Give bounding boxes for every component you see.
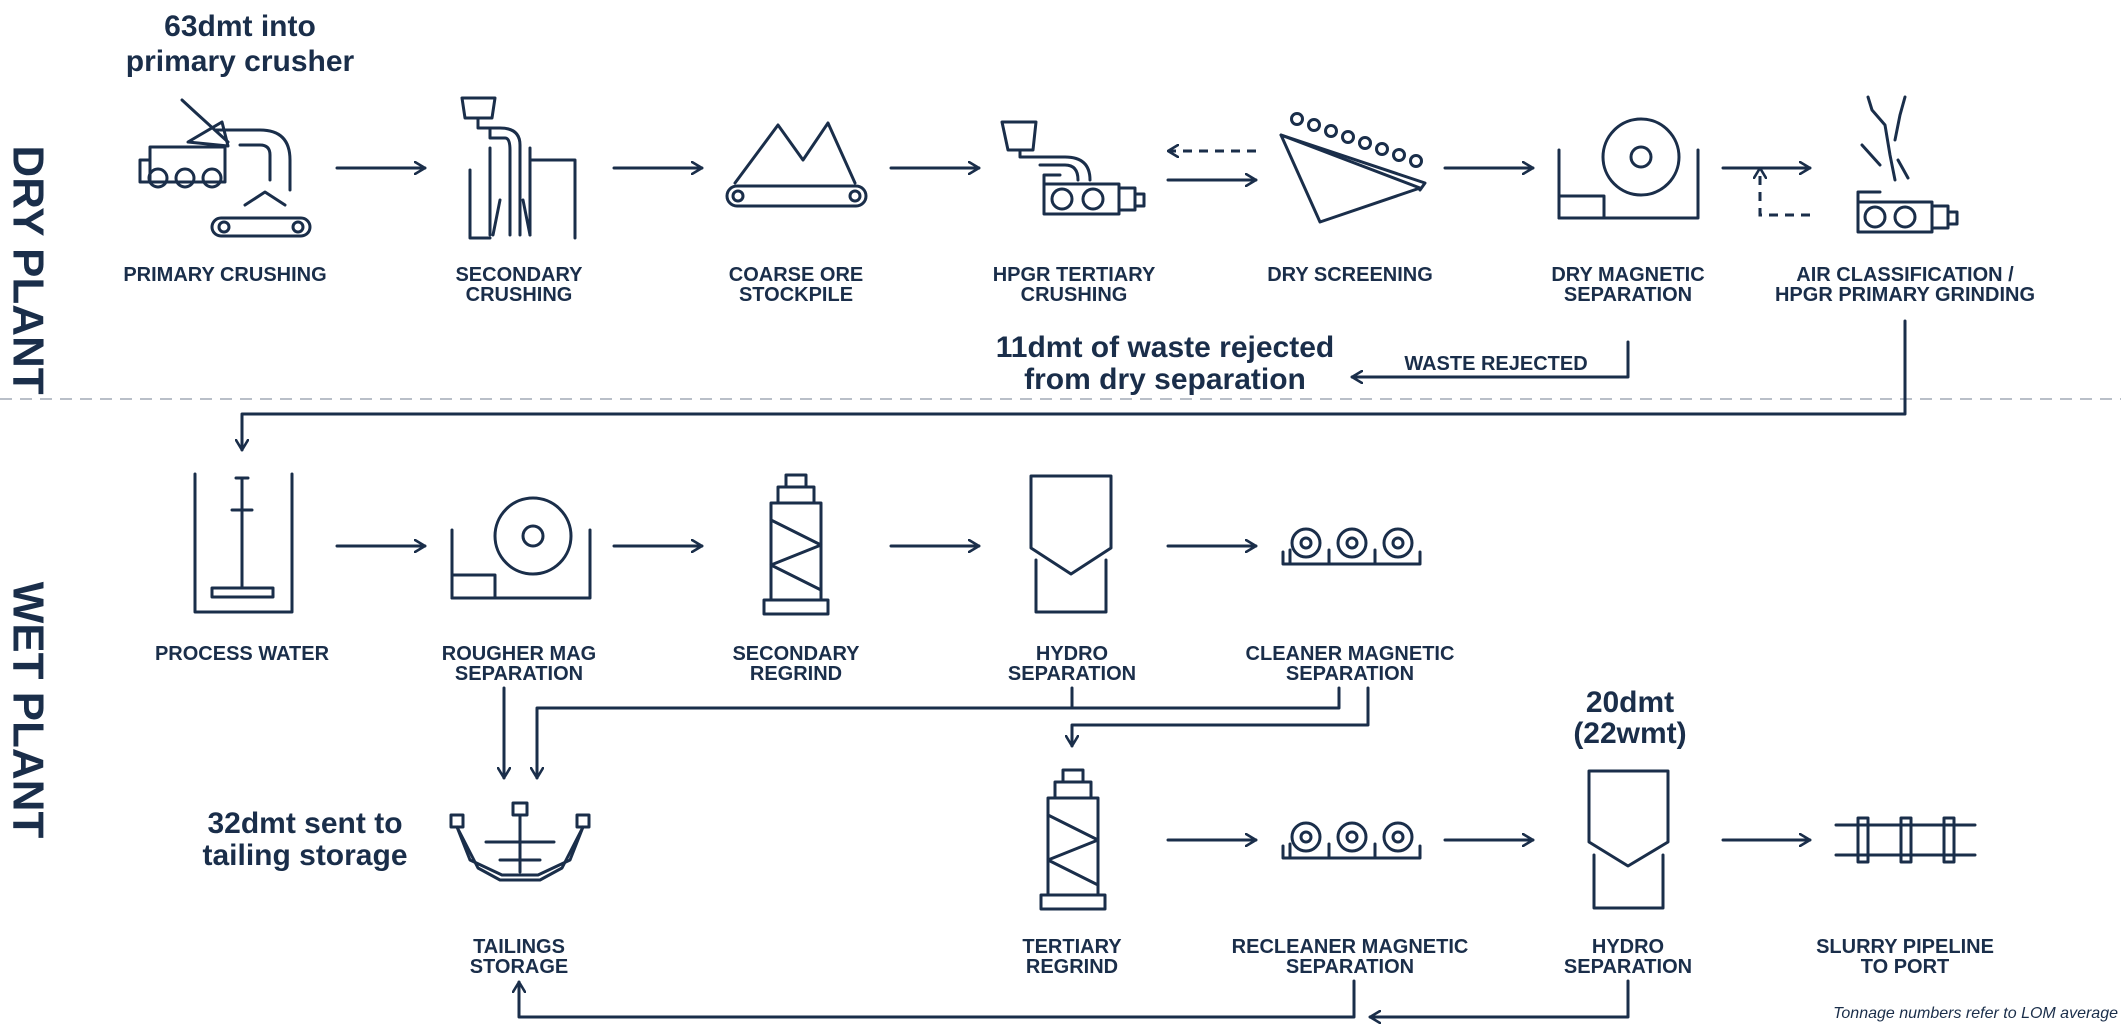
tertiary-tower-mill-icon bbox=[1039, 768, 1107, 911]
tailings-dam-icon bbox=[449, 801, 591, 882]
arrow-hydro-recycle bbox=[1368, 979, 1630, 1017]
dump-truck-crusher-icon bbox=[138, 98, 312, 238]
arrow-tails-to-tailings bbox=[537, 686, 1341, 780]
footnote: Tonnage numbers refer to LOM average bbox=[1833, 1005, 2118, 1022]
waste-tonnage-line1: 11dmt of waste rejected bbox=[996, 331, 1334, 364]
dry-flow-arrows bbox=[242, 151, 1907, 452]
rougher-magnetic-drum-icon bbox=[450, 496, 592, 600]
label-primary-crushing: PRIMARY CRUSHING bbox=[123, 264, 326, 286]
tailings-tonnage-line1: 32dmt sent to bbox=[207, 807, 402, 840]
hydro-separator-1-icon bbox=[1029, 474, 1113, 614]
hpgr-icon bbox=[1000, 120, 1146, 216]
secondary-tower-mill-icon bbox=[762, 473, 830, 616]
tailings-tonnage-line2: tailing storage bbox=[202, 839, 407, 872]
pipeline-icon bbox=[1834, 816, 1977, 864]
waste-tonnage-line2: from dry separation bbox=[1024, 363, 1306, 396]
cleaner-triple-drum-icon bbox=[1281, 527, 1422, 566]
product-tonnage-line2: (22wmt) bbox=[1573, 717, 1686, 750]
product-tonnage-line1: 20dmt bbox=[1586, 686, 1674, 719]
section-label-wet-plant: WET PLANT bbox=[4, 582, 53, 839]
section-label-dry-plant: DRY PLANT bbox=[4, 145, 53, 394]
label-dry-screening: DRY SCREENING bbox=[1267, 264, 1433, 286]
recleaner-triple-drum-icon bbox=[1281, 821, 1422, 860]
screen-icon bbox=[1279, 112, 1427, 224]
feed-tonnage-line1: 63dmt into bbox=[164, 10, 316, 43]
label-air-classification: AIR CLASSIFICATION /HPGR PRIMARY GRINDIN… bbox=[1775, 264, 2035, 306]
waste-rejected-label: WASTE REJECTED bbox=[1404, 353, 1587, 375]
water-tank-agitator-icon bbox=[193, 472, 294, 614]
arrow-recleaner-to-tailings bbox=[519, 979, 1356, 1019]
dry-magnetic-drum-icon bbox=[1557, 117, 1700, 220]
label-process-water: PROCESS WATER bbox=[155, 643, 330, 665]
wet-flow-arrows bbox=[335, 546, 1812, 1019]
arrow-dry-to-wet-feed bbox=[242, 319, 1907, 452]
air-classifier-icon bbox=[1856, 95, 1959, 234]
arrow-waste-rejected bbox=[1350, 340, 1630, 377]
arrow-aircl-recycle-dashed bbox=[1760, 168, 1810, 217]
arrow-cleaner-to-tertiary bbox=[1072, 686, 1370, 748]
hydro-separator-2-icon bbox=[1587, 769, 1670, 910]
feed-tonnage-line2: primary crusher bbox=[126, 45, 355, 78]
cone-crusher-icon bbox=[460, 96, 577, 240]
stockpile-conveyor-icon bbox=[725, 121, 868, 208]
